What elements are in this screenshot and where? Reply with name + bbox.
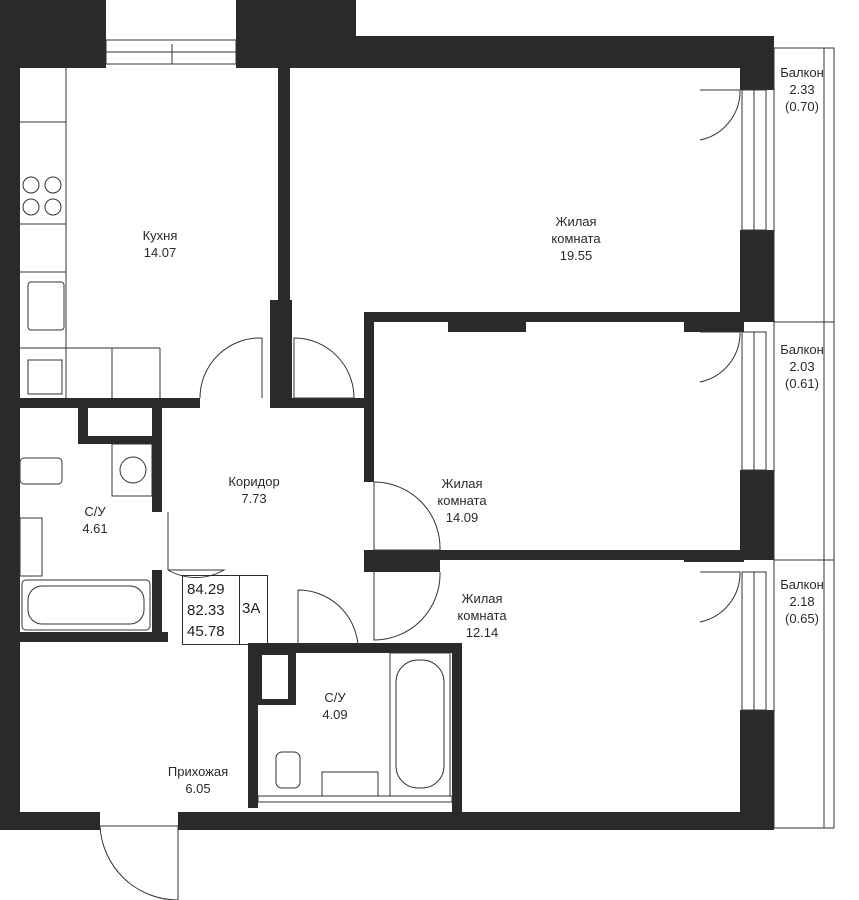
balcony-2-area: 2.03 xyxy=(789,359,815,374)
kitchen-label: Кухня 14.07 xyxy=(120,227,200,261)
living-room-3-area: 12.14 xyxy=(465,625,499,640)
living-room-1-label: Жилая комната 19.55 xyxy=(536,213,616,264)
fixtures xyxy=(19,39,835,900)
living-area: 45.78 xyxy=(187,623,225,640)
corridor-name: Коридор xyxy=(228,474,280,489)
walls xyxy=(0,0,774,830)
balcony-3-name: Балкон xyxy=(780,577,824,592)
living-room-2-area: 14.09 xyxy=(445,510,479,525)
living-room-2-label: Жилая комната 14.09 xyxy=(422,475,502,526)
balcony-1-label: Балкон 2.33 (0.70) xyxy=(772,64,832,115)
bathroom-2-area: 4.09 xyxy=(322,707,348,722)
hallway-label: Прихожая 6.05 xyxy=(158,763,238,797)
balcony-1-area: 2.33 xyxy=(789,82,815,97)
kitchen-name: Кухня xyxy=(142,228,178,243)
hallway-area: 6.05 xyxy=(185,781,211,796)
bathroom-1-label: С/У 4.61 xyxy=(65,503,125,537)
kitchen-area: 14.07 xyxy=(143,245,177,260)
balcony-3-area: 2.18 xyxy=(789,594,815,609)
living-room-2-name-line1: Жилая xyxy=(441,476,483,491)
living-room-2-name-line2: комната xyxy=(437,493,487,508)
area-without-balconies: 82.33 xyxy=(187,602,225,619)
balcony-1-reduced: (0.70) xyxy=(785,99,819,114)
living-room-3-name-line1: Жилая xyxy=(461,591,503,606)
bathroom-2-label: С/У 4.09 xyxy=(305,689,365,723)
balcony-3-label: Балкон 2.18 (0.65) xyxy=(772,576,832,627)
living-room-1-name-line1: Жилая xyxy=(555,214,597,229)
hallway-name: Прихожая xyxy=(167,764,229,779)
balcony-2-reduced: (0.61) xyxy=(785,376,819,391)
wall-voids xyxy=(88,410,288,699)
area-summary-box: 84.29 82.33 45.78 3А xyxy=(182,575,268,645)
living-room-3-name-line2: комната xyxy=(457,608,507,623)
balcony-2-name: Балкон xyxy=(780,342,824,357)
area-summary-values: 84.29 82.33 45.78 xyxy=(187,579,225,642)
bathroom-2-name: С/У xyxy=(324,690,346,705)
apartment-type-code: 3А xyxy=(242,600,261,617)
living-room-1-name-line2: комната xyxy=(551,231,601,246)
living-room-1-area: 19.55 xyxy=(559,248,593,263)
total-area: 84.29 xyxy=(187,581,225,598)
bathroom-1-area: 4.61 xyxy=(82,521,108,536)
balcony-2-label: Балкон 2.03 (0.61) xyxy=(772,341,832,392)
corridor-area: 7.73 xyxy=(241,491,267,506)
balcony-1-name: Балкон xyxy=(780,65,824,80)
balcony-3-reduced: (0.65) xyxy=(785,611,819,626)
living-room-3-label: Жилая комната 12.14 xyxy=(442,590,522,641)
corridor-label: Коридор 7.73 xyxy=(214,473,294,507)
summary-divider xyxy=(239,576,240,644)
bathroom-1-name: С/У xyxy=(84,504,106,519)
